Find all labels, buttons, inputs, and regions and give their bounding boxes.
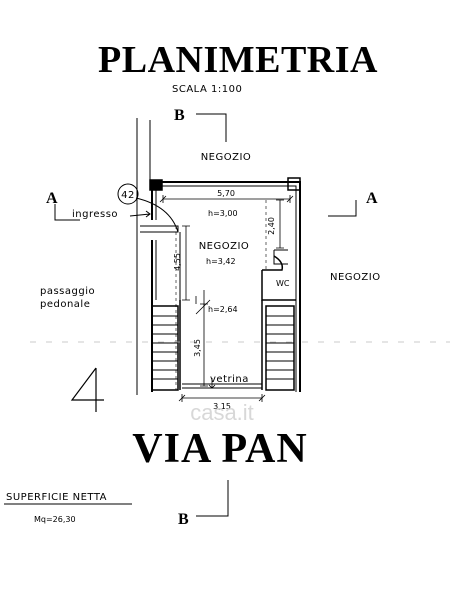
section-b-bottom-line (196, 480, 229, 517)
dim-vetrina-ticks (178, 394, 266, 402)
superficie-label: SUPERFICIE NETTA (6, 492, 107, 503)
address-number: 42 (121, 190, 135, 201)
building-outer-wall-inner (155, 185, 297, 392)
entrance-door-arc (135, 197, 179, 233)
label-pedonale: pedonale (40, 299, 90, 310)
lower-corridor-walls (179, 300, 263, 390)
dim-depth-left-line (182, 225, 190, 301)
wc-wall (261, 255, 296, 301)
label-negozio-right: NEGOZIO (330, 272, 381, 283)
dim-width-top: 5,70 (217, 189, 235, 198)
dim-vetrina: 3,15 (213, 402, 231, 411)
height-main: h=3,00 (208, 209, 238, 218)
stairs-left (151, 305, 179, 391)
section-a-right: A (366, 190, 378, 207)
dim-depth-lower-line (200, 303, 208, 387)
label-passaggio: passaggio (40, 286, 95, 297)
section-b-top: B (174, 107, 185, 124)
stairs-right (265, 305, 295, 391)
height-lower: h=2,64 (208, 305, 238, 314)
section-b-bottom: B (178, 511, 189, 528)
scale-label: SCALA 1:100 (172, 84, 242, 95)
entrance-door (140, 225, 179, 233)
big-four-mark (70, 367, 104, 412)
dim-width-top-ticks (159, 195, 294, 203)
left-outer-lines (136, 118, 151, 395)
watermark: casa.it (190, 400, 254, 425)
pillar-top-left (149, 179, 163, 191)
vetrina-arrow (208, 378, 216, 389)
wc-label: WC (276, 279, 290, 288)
interior-dashed (175, 200, 267, 390)
label-ingresso: ingresso (72, 209, 118, 220)
pillar-top-right (287, 177, 301, 191)
dim-depth-right: 2,40 (267, 217, 276, 235)
label-vetrina: vetrina (210, 374, 249, 385)
dim-depth-right-line (276, 199, 284, 249)
section-a-right-line (328, 200, 357, 217)
label-negozio-top: NEGOZIO (201, 152, 252, 163)
room-divider (179, 232, 288, 300)
section-b-top-line (196, 113, 227, 142)
address-circle (117, 183, 139, 205)
height-negozio: h=3,42 (206, 257, 236, 266)
section-a-left: A (46, 190, 58, 207)
street-name: VIA PAN (132, 426, 307, 472)
label-negozio-main: NEGOZIO (199, 241, 250, 252)
section-a-left-line (54, 204, 80, 221)
vetrina-line (182, 383, 262, 389)
entrance-arrow (129, 210, 151, 218)
dim-depth-lower: 3,45 (193, 339, 202, 357)
plan-title: PLANIMETRIA (98, 39, 378, 81)
dim-depth-left: 4,55 (173, 253, 182, 271)
superficie-value: Mq=26,30 (34, 515, 76, 524)
